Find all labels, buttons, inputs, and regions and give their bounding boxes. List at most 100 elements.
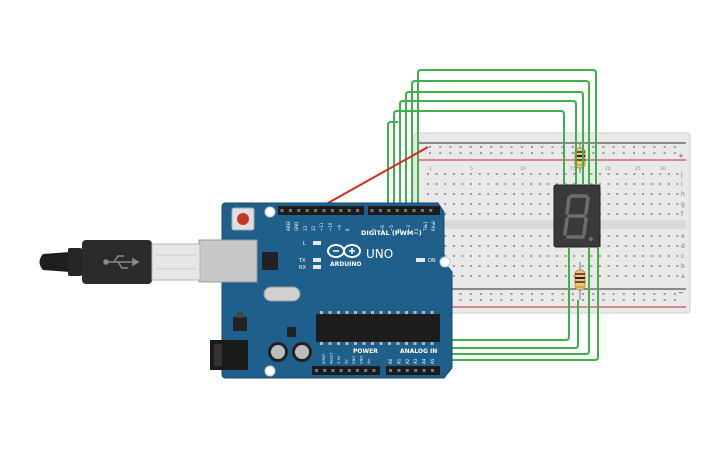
rail-hole[interactable] (510, 146, 513, 148)
breadboard-hole[interactable] (435, 173, 438, 175)
breadboard-hole[interactable] (607, 265, 610, 267)
breadboard-hole[interactable] (444, 193, 447, 195)
breadboard-hole[interactable] (513, 275, 515, 277)
breadboard-hole[interactable] (556, 275, 558, 277)
breadboard-hole[interactable] (538, 173, 541, 175)
breadboard-hole[interactable] (487, 183, 490, 185)
breadboard-hole[interactable] (564, 265, 567, 267)
breadboard-hole[interactable] (590, 173, 593, 175)
breadboard-hole[interactable] (616, 183, 619, 185)
breadboard-hole[interactable] (513, 245, 515, 247)
header-pin[interactable] (378, 209, 382, 212)
rail-hole[interactable] (622, 299, 625, 301)
breadboard-hole[interactable] (470, 213, 472, 215)
rail-hole[interactable] (541, 146, 544, 148)
breadboard-hole[interactable] (513, 255, 515, 257)
breadboard-hole[interactable] (676, 245, 679, 247)
rail-hole[interactable] (520, 299, 523, 301)
breadboard-hole[interactable] (633, 193, 636, 195)
breadboard-hole[interactable] (659, 255, 662, 257)
breadboard-hole[interactable] (538, 275, 541, 277)
breadboard-hole[interactable] (504, 265, 507, 267)
rail-hole[interactable] (429, 152, 431, 154)
breadboard-hole[interactable] (642, 265, 644, 267)
breadboard-hole[interactable] (521, 173, 524, 175)
header-pin[interactable] (322, 209, 326, 212)
breadboard-hole[interactable] (642, 173, 644, 175)
breadboard-hole[interactable] (521, 265, 524, 267)
breadboard-hole[interactable] (461, 245, 464, 247)
breadboard-hole[interactable] (667, 245, 670, 247)
breadboard-hole[interactable] (650, 173, 653, 175)
breadboard-hole[interactable] (530, 183, 533, 185)
breadboard-hole[interactable] (642, 203, 644, 205)
breadboard-hole[interactable] (547, 275, 550, 277)
breadboard-hole[interactable] (513, 213, 515, 215)
breadboard-hole[interactable] (659, 213, 662, 215)
breadboard-hole[interactable] (470, 245, 472, 247)
usb-cable[interactable] (39, 240, 201, 284)
breadboard-hole[interactable] (633, 235, 636, 237)
breadboard-hole[interactable] (478, 235, 481, 237)
rail-hole[interactable] (490, 299, 493, 301)
breadboard-hole[interactable] (478, 193, 481, 195)
breadboard-hole[interactable] (487, 203, 490, 205)
rail-hole[interactable] (480, 293, 482, 295)
rail-hole[interactable] (541, 293, 544, 295)
breadboard-hole[interactable] (513, 265, 515, 267)
breadboard-hole[interactable] (495, 183, 498, 185)
breadboard-hole[interactable] (530, 275, 533, 277)
rail-hole[interactable] (531, 293, 533, 295)
breadboard-hole[interactable] (444, 183, 447, 185)
breadboard-hole[interactable] (538, 213, 541, 215)
breadboard-hole[interactable] (427, 193, 429, 195)
header-pin[interactable] (429, 209, 433, 212)
breadboard-hole[interactable] (633, 245, 636, 247)
header-pin[interactable] (364, 369, 368, 372)
breadboard-hole[interactable] (650, 193, 653, 195)
header-pin[interactable] (330, 209, 334, 212)
breadboard-hole[interactable] (452, 245, 455, 247)
breadboard-hole[interactable] (470, 203, 472, 205)
breadboard-hole[interactable] (495, 275, 498, 277)
breadboard-hole[interactable] (547, 235, 550, 237)
header-pin[interactable] (280, 209, 284, 212)
breadboard-hole[interactable] (547, 245, 550, 247)
breadboard-hole[interactable] (452, 235, 455, 237)
breadboard-hole[interactable] (504, 213, 507, 215)
breadboard-hole[interactable] (556, 265, 558, 267)
rail-hole[interactable] (633, 299, 635, 301)
breadboard-hole[interactable] (667, 213, 670, 215)
header-pin[interactable] (305, 209, 309, 212)
breadboard-hole[interactable] (650, 213, 653, 215)
breadboard-hole[interactable] (470, 235, 472, 237)
rail-hole[interactable] (439, 152, 442, 154)
header-pin[interactable] (347, 209, 351, 212)
rail-hole[interactable] (490, 293, 493, 295)
breadboard-hole[interactable] (521, 193, 524, 195)
breadboard-hole[interactable] (452, 265, 455, 267)
breadboard-hole[interactable] (667, 183, 670, 185)
breadboard-hole[interactable] (676, 203, 679, 205)
rail-hole[interactable] (592, 146, 595, 148)
breadboard-hole[interactable] (616, 265, 619, 267)
breadboard-hole[interactable] (616, 255, 619, 257)
breadboard-hole[interactable] (495, 203, 498, 205)
breadboard-hole[interactable] (461, 203, 464, 205)
breadboard-hole[interactable] (556, 173, 558, 175)
rail-hole[interactable] (571, 152, 574, 154)
breadboard-hole[interactable] (547, 183, 550, 185)
breadboard-hole[interactable] (504, 203, 507, 205)
breadboard-hole[interactable] (547, 173, 550, 175)
breadboard-hole[interactable] (521, 255, 524, 257)
rail-hole[interactable] (622, 146, 625, 148)
breadboard-hole[interactable] (435, 183, 438, 185)
breadboard-hole[interactable] (530, 213, 533, 215)
breadboard-hole[interactable] (556, 183, 558, 185)
breadboard-hole[interactable] (564, 183, 567, 185)
rail-hole[interactable] (480, 299, 482, 301)
breadboard-hole[interactable] (624, 255, 627, 257)
rail-hole[interactable] (663, 146, 666, 148)
breadboard-hole[interactable] (495, 213, 498, 215)
